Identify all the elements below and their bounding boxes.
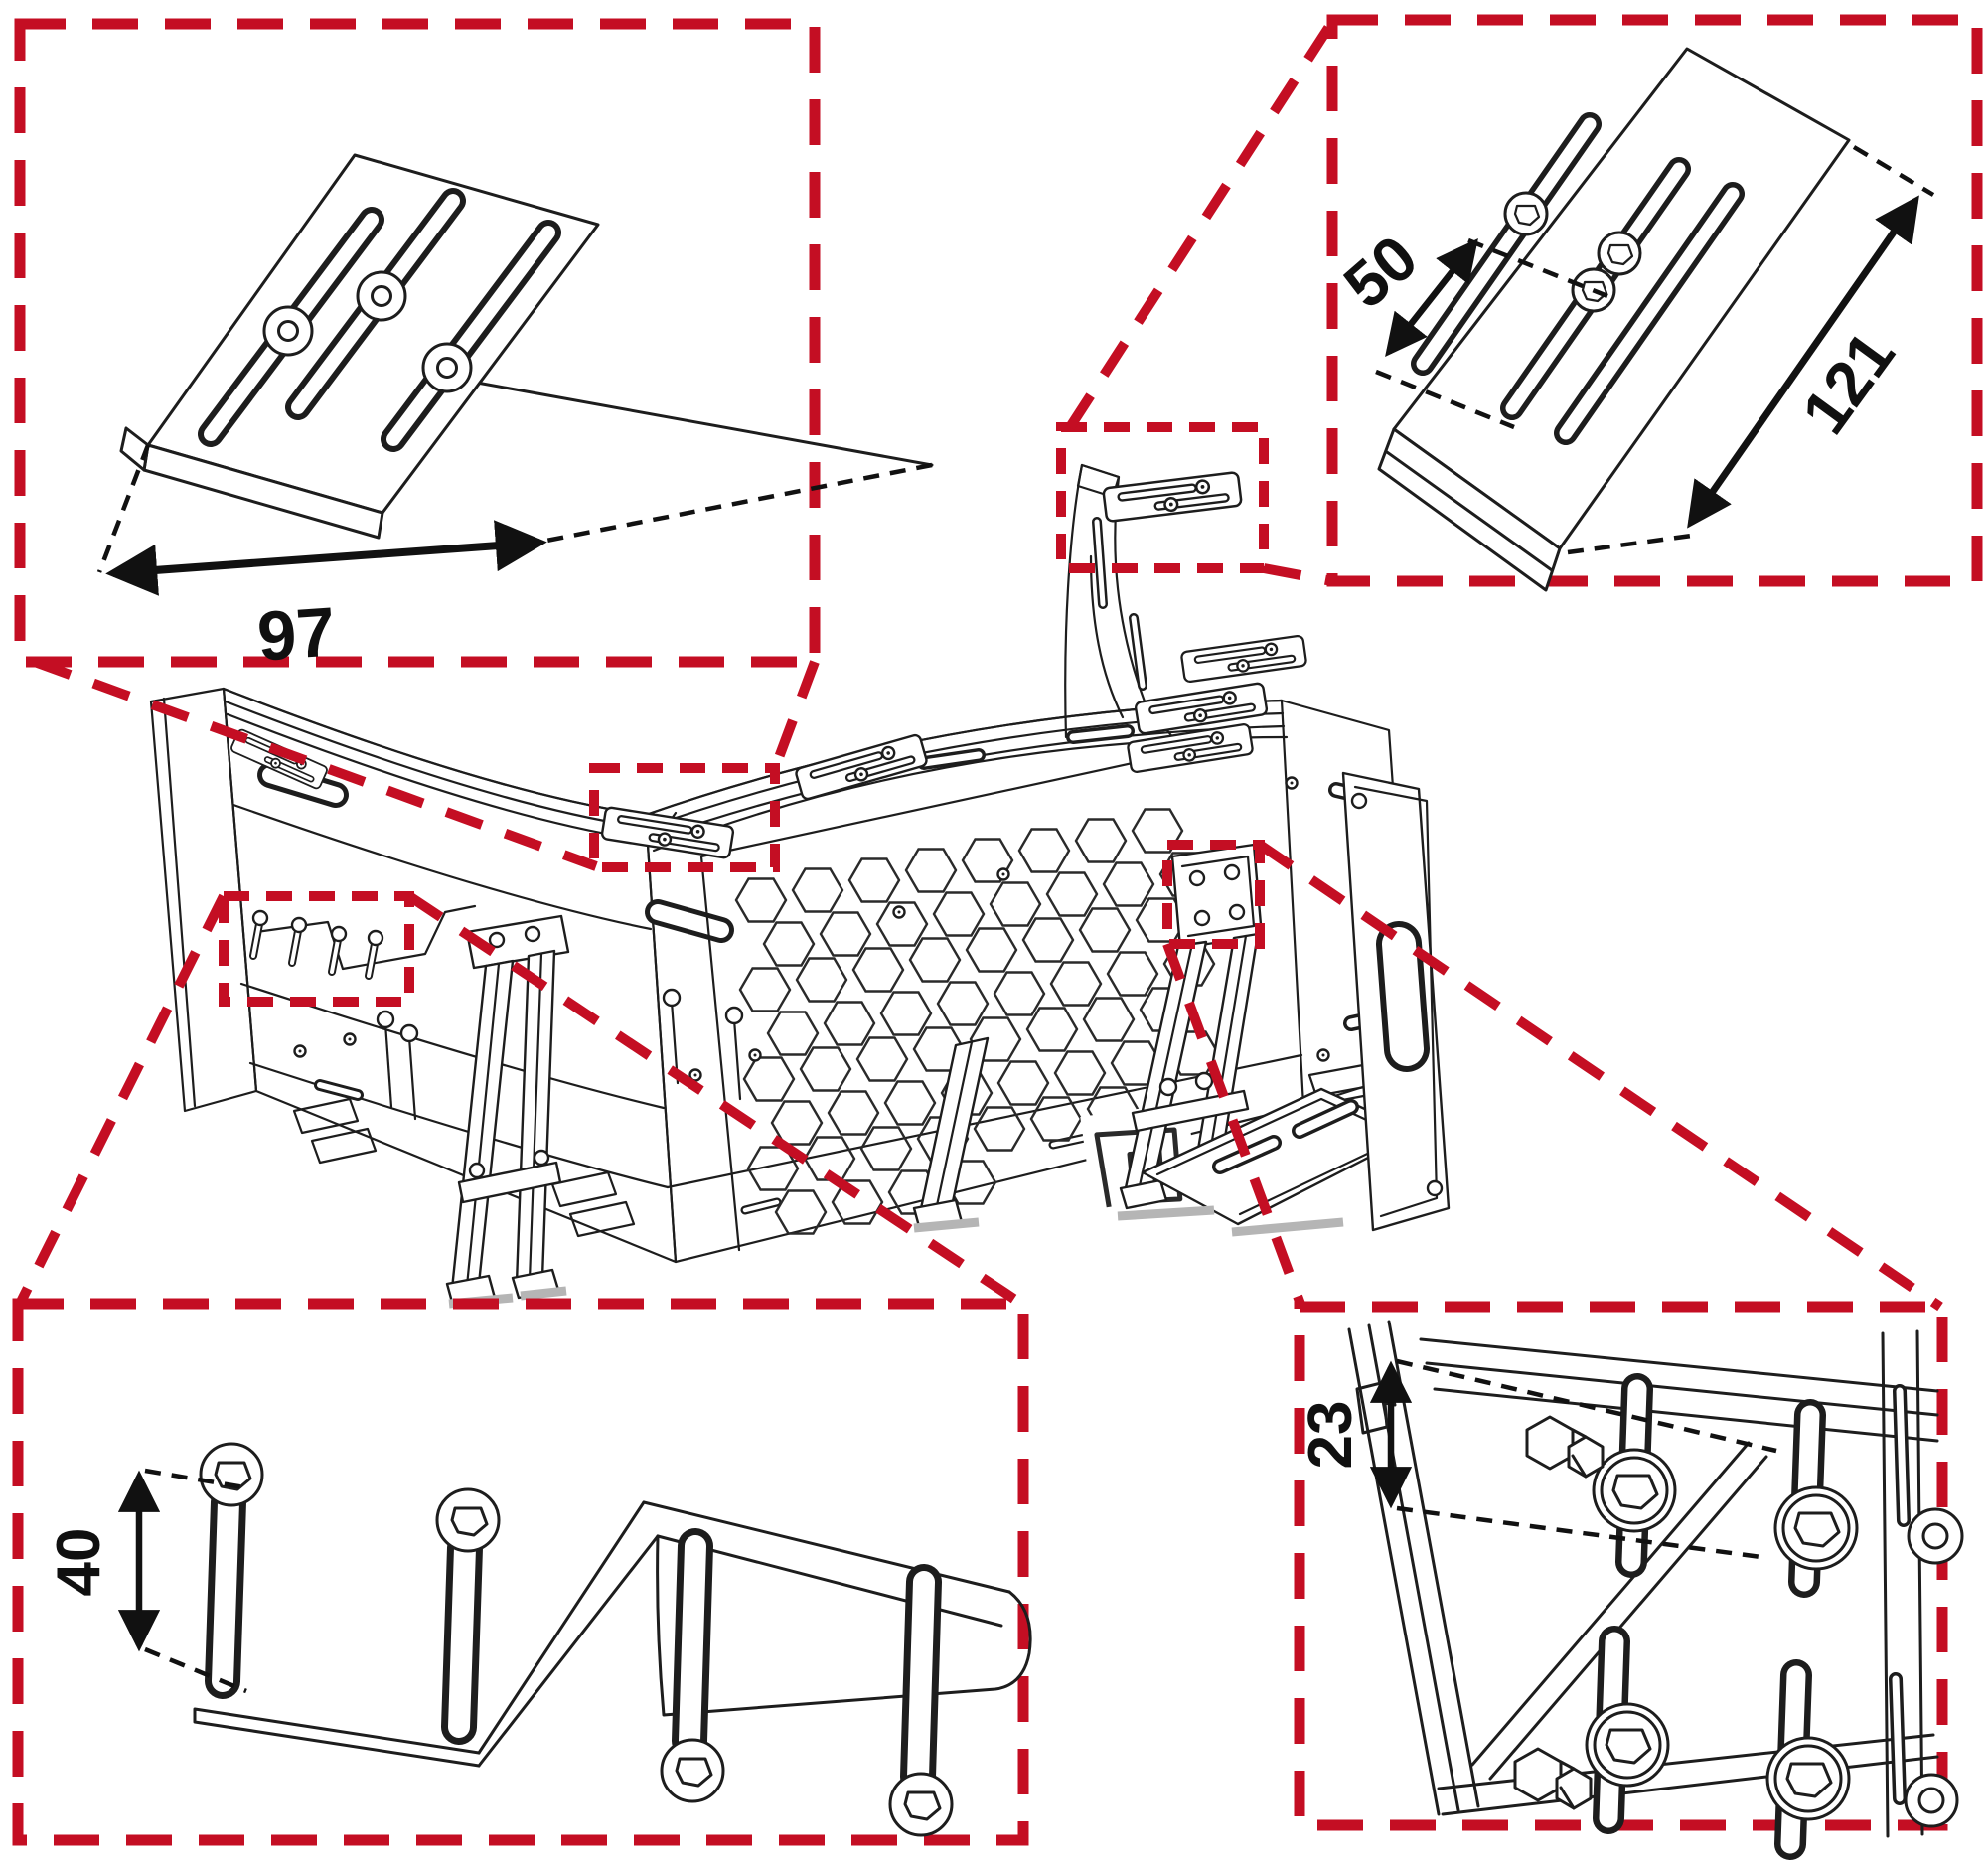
leader-tr-b — [1263, 563, 1333, 586]
leader-lines — [15, 19, 1943, 1312]
callout-top-right: 50 121 — [1326, 14, 1983, 592]
leader-tr-a — [1065, 19, 1337, 430]
dimension-50-label: 50 — [1330, 222, 1431, 322]
hex-nuts — [1513, 1415, 1605, 1810]
plate-right-of-apex — [795, 734, 928, 801]
panel-screws — [293, 776, 1330, 1082]
dimension-97-label: 97 — [255, 592, 338, 675]
main-assembly — [149, 463, 1451, 1309]
detail-plate-top-left — [119, 153, 934, 540]
alignment-pin — [475, 381, 934, 467]
plate-arm-upper — [1103, 472, 1242, 522]
leader-tl-b — [770, 660, 820, 770]
detail-slot-panel — [193, 1442, 1032, 1837]
callout-box-bottom-left — [12, 1298, 1029, 1846]
socket-screws — [199, 1442, 954, 1837]
socket-bolts — [1585, 1448, 1964, 1828]
detail-plate-top-right — [1377, 47, 1851, 592]
marker-left-rail-plate — [589, 763, 780, 872]
dimension-121-label: 121 — [1788, 319, 1909, 447]
dome-screws — [262, 270, 473, 393]
marker-arm-plate — [1056, 422, 1269, 573]
leader-br-a — [1162, 942, 1306, 1309]
dimension-23-label: 23 — [1297, 1401, 1365, 1470]
side-leg-right — [1119, 771, 1451, 1232]
callout-bottom-left: 40 — [12, 1298, 1032, 1846]
plate-arm-lower — [1181, 635, 1307, 682]
top-rails — [222, 687, 1289, 853]
callout-bottom-right: 23 — [1294, 1301, 1964, 1860]
leader-br-b — [1257, 840, 1943, 1312]
leader-bl-a — [15, 893, 229, 1307]
plate-left-rail — [601, 807, 733, 858]
marker-slot-notch — [219, 891, 414, 1007]
loose-bolts — [376, 988, 744, 1121]
callout-box-top-right — [1326, 14, 1983, 587]
callout-top-left: 97 — [14, 18, 934, 676]
dimension-40: 40 — [45, 1468, 251, 1694]
dimension-97: 97 — [96, 444, 933, 676]
dimension-40-label: 40 — [45, 1528, 113, 1597]
dimension-23: 23 — [1297, 1358, 1777, 1561]
marker-leg-bracket — [1162, 840, 1265, 949]
front-leg-left — [445, 914, 570, 1308]
slot-notch-left-wing — [249, 904, 477, 980]
detail-bracket-closeup — [1347, 1320, 1964, 1860]
callout-box-top-left — [14, 18, 821, 668]
detail-markers — [219, 422, 1269, 1007]
curved-arm — [1064, 463, 1179, 745]
leader-tl-a — [33, 657, 598, 871]
